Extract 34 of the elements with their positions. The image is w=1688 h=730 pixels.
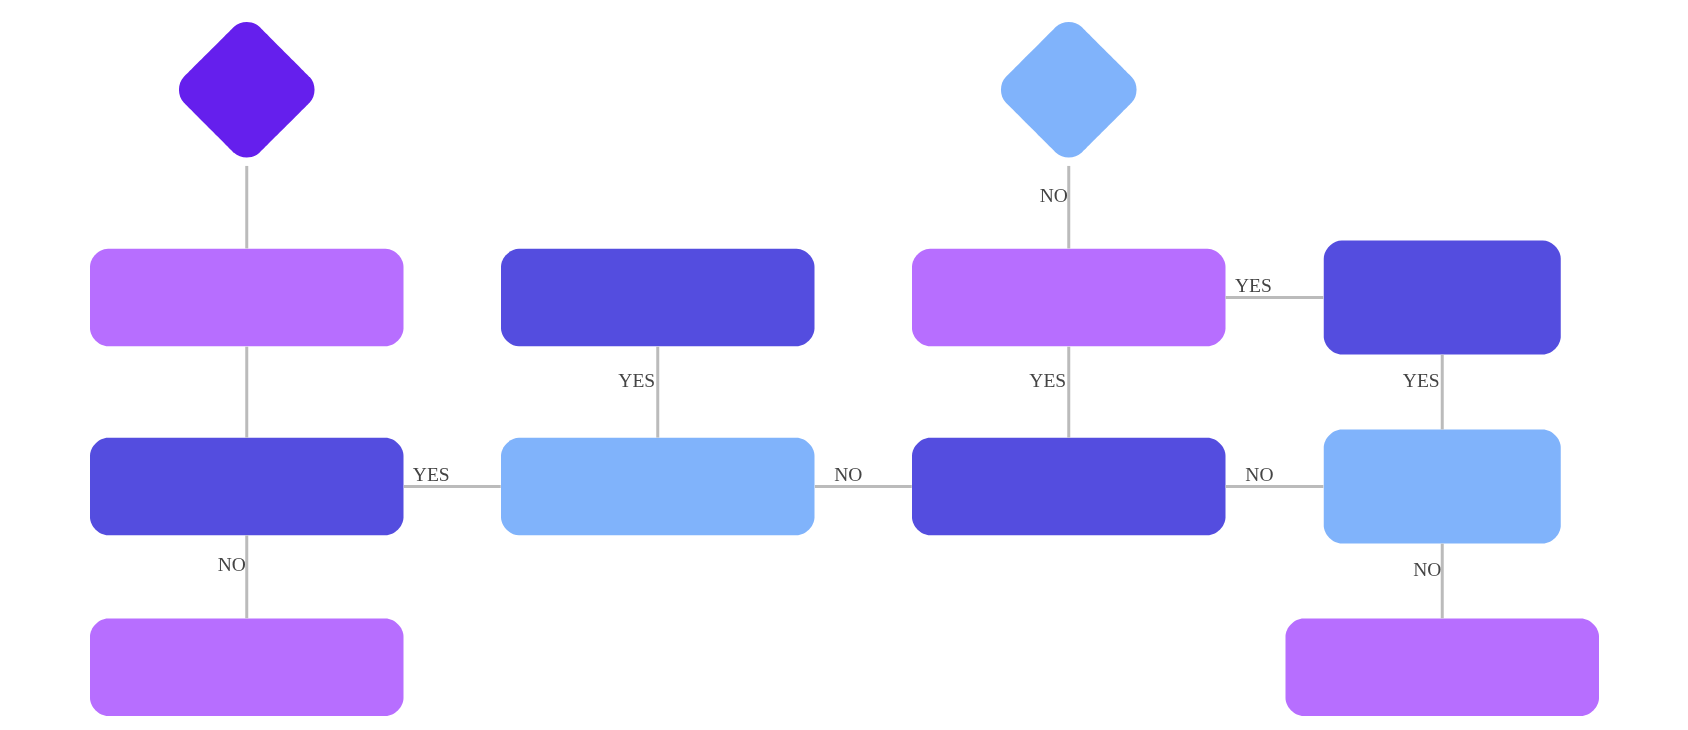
connector	[1225, 296, 1323, 299]
connector	[1066, 165, 1070, 249]
edge-label: NO	[1412, 558, 1441, 580]
connector	[655, 346, 659, 438]
node-box	[1323, 240, 1561, 355]
edge-label: NO	[1039, 184, 1068, 206]
node-pill	[89, 618, 403, 716]
edge-label: NO	[217, 554, 246, 576]
node-box	[1323, 429, 1561, 544]
edge-label: YES	[617, 369, 655, 391]
node-pill	[1285, 618, 1599, 716]
node-diamond	[178, 21, 315, 158]
connector	[1225, 485, 1323, 488]
connector	[1440, 354, 1444, 430]
connector	[244, 535, 248, 619]
node-pill	[911, 248, 1225, 347]
connector	[1440, 543, 1444, 619]
edge-label: NO	[1244, 464, 1274, 486]
connector	[244, 165, 248, 249]
node-pill	[89, 248, 403, 347]
node-diamond	[1000, 21, 1137, 158]
node-pill	[500, 437, 814, 536]
edge-label: YES	[1402, 369, 1440, 391]
node-pill	[911, 437, 1225, 536]
node-pill	[89, 437, 403, 536]
edge-label: NO	[833, 464, 862, 486]
connector	[814, 485, 912, 488]
node-pill	[500, 248, 814, 347]
edge-label: YES	[1234, 275, 1272, 297]
connector	[244, 346, 248, 438]
connector	[403, 485, 501, 488]
edge-label: YES	[1028, 369, 1066, 391]
edge-label: YES	[412, 464, 450, 486]
connector	[1066, 346, 1070, 438]
